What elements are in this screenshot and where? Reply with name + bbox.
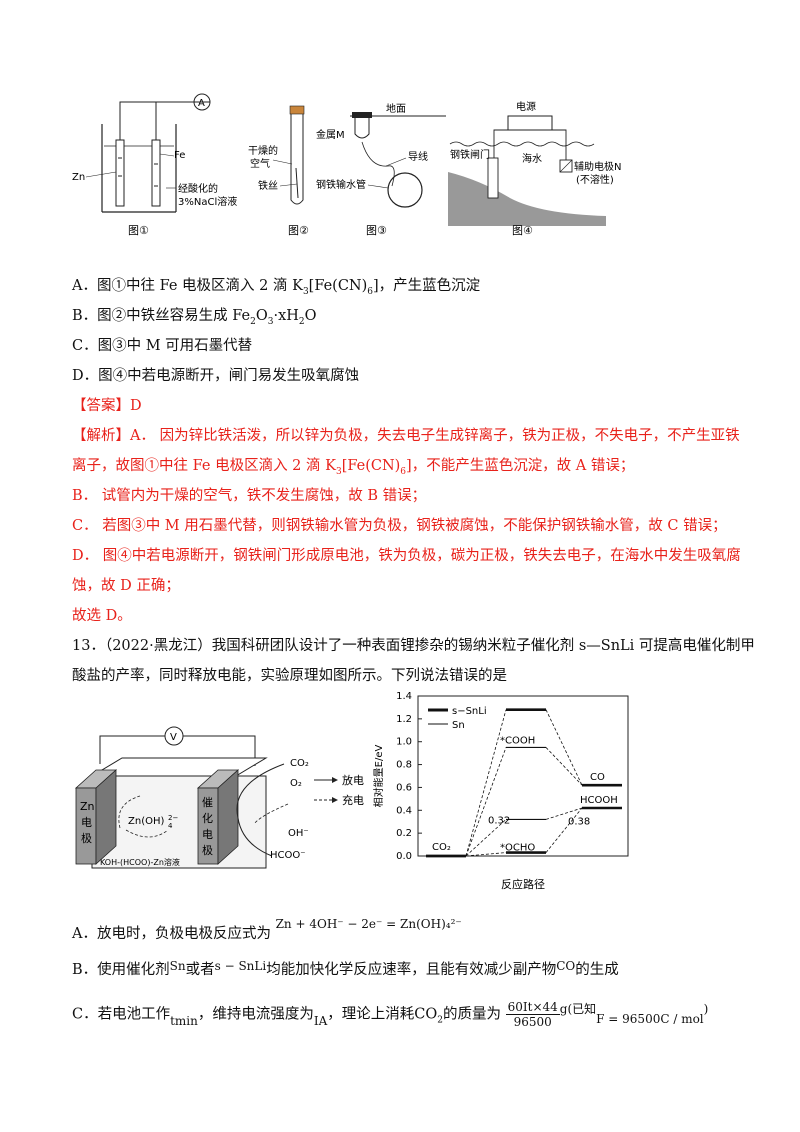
chart-annotation: 0.38	[568, 817, 590, 828]
aux-electrode-label-2: (不溶性)	[576, 173, 614, 186]
transition-line	[545, 709, 583, 786]
chart-annotation: CO	[590, 772, 605, 783]
dry-air-label-1: 干燥的	[248, 144, 278, 157]
y-tick-label: 0.2	[396, 828, 412, 839]
zn-label: Zn	[72, 172, 85, 183]
aux-electrode-label-1: 辅助电极N	[574, 160, 621, 173]
chart-annotation: 0.32	[488, 815, 510, 826]
q13-option-b: B．使用催化剂Sn或者s − SnLi均能加快化学反应速率，且能有效减少副产物C…	[72, 959, 619, 978]
legend-label-snli: s−SnLi	[452, 706, 487, 717]
analysis-a-line-1: 【解析】A． 因为锌比铁活泼，所以锌为负极，失去电子生成锌离子，铁为正极，不失电…	[72, 428, 740, 444]
energy-profile-chart: 0.0 0.2 0.4 0.6 0.8 1.0 1.2 1.4 CO₂ *COOH CO HCOOH…	[372, 691, 629, 891]
legend-label-sn: Sn	[452, 720, 465, 731]
chart-annotation: CO₂	[432, 842, 451, 853]
q13-option-c: C．若电池工作tmin，维持电流强度为IA，理论上消耗CO2的质量为 60It×…	[72, 1000, 709, 1029]
analysis-d-line-1: D． 图④中若电源断开，钢铁闸门形成原电池，铁为负极，碳为正极，铁失去电子，在海…	[72, 548, 741, 564]
analysis-b: B． 试管内为干燥的空气，铁不发生腐蚀，故 B 错误；	[72, 488, 427, 504]
q13-option-a: A．放电时，负极电极反应式为 Zn + 4OH⁻ − 2e⁻ = Zn(OH)₄…	[72, 917, 462, 942]
analysis-d-line-2: 蚀，故 D 正确；	[72, 578, 180, 594]
transition-line	[545, 807, 583, 853]
svg-text:电: 电	[202, 828, 213, 841]
y-tick-label: 1.4	[396, 691, 412, 702]
o2-label: O₂	[290, 778, 302, 789]
figure-1-label: 图①	[128, 224, 149, 237]
q13-stem-line-2: 酸盐的产率，同时释放电能，实验原理如图所示。下列说法错误的是	[72, 668, 507, 684]
y-tick-label: 0.0	[396, 851, 412, 862]
figure-3-label: 图③	[366, 224, 387, 237]
power-supply-label: 电源	[516, 100, 536, 113]
figure-2-test-tube: 干燥的 空气 铁丝 图②	[248, 105, 309, 237]
q12-option-d: D．图④中若电源断开，闸门易发生吸氧腐蚀	[72, 368, 360, 384]
fe-label: Fe	[174, 150, 185, 161]
corrosion-figures: A Zn Fe 经酸化的 3%NaCl溶液 图①	[72, 93, 621, 237]
q12-option-b: B．图②中铁丝容易生成 Fe2O3·xH2O	[72, 308, 317, 327]
x-axis-label: 反应路径	[501, 877, 545, 891]
chart-annotation: HCOOH	[580, 795, 618, 806]
figure-4-label: 图④	[512, 224, 533, 237]
zn-electrode-label-2: 电	[81, 816, 92, 829]
ground-label: 地面	[386, 102, 406, 115]
q12-option-a: A．图①中往 Fe 电极区滴入 2 滴 K3[Fe(CN)6]，产生蓝色沉淀	[72, 278, 481, 297]
svg-text:极: 极	[202, 843, 213, 857]
y-tick-label: 1.0	[396, 737, 412, 748]
seawater-label: 海水	[522, 152, 542, 165]
figure-3-pipe: 金属M 地面 导线 钢铁输水管 图③	[316, 102, 446, 237]
option-a-equation: Zn + 4OH⁻ − 2e⁻ = Zn(OH)₄²⁻	[275, 917, 462, 931]
analysis-a-line-2: 离子，故图①中往 Fe 电极区滴入 2 滴 K3[Fe(CN)6]，不能产生蓝色…	[72, 458, 635, 477]
y-tick-label: 1.2	[396, 714, 412, 725]
battery-diagram: V Zn 电 极 催 化 电 极 Zn(OH) 2− 4 KOH-(HCOO)-…	[74, 726, 364, 869]
answer-line: 【答案】D	[72, 398, 142, 414]
transition-line	[465, 747, 507, 857]
steel-pipe-label: 钢铁输水管	[316, 178, 366, 191]
svg-text:化: 化	[202, 811, 213, 825]
dry-air-label-2: 空气	[250, 157, 270, 170]
transition-line	[465, 819, 507, 857]
lead-wire-label: 导线	[408, 150, 428, 163]
transition-line	[545, 747, 583, 786]
svg-text:催: 催	[202, 795, 213, 809]
iron-wire-label: 铁丝	[258, 179, 278, 192]
transition-line	[465, 852, 507, 857]
q12-option-c: C．图③中 M 可用石墨代替	[72, 338, 253, 354]
solution-label: KOH-(HCOO)-Zn溶液	[100, 857, 180, 867]
y-tick-label: 0.6	[396, 782, 412, 793]
conclusion: 故选 D。	[72, 608, 132, 624]
plot-frame	[417, 695, 629, 857]
zn-electrode-label-3: 极	[81, 831, 92, 845]
discharge-label: 放电	[342, 773, 364, 787]
co2-label: CO₂	[290, 758, 309, 769]
y-tick-label: 0.8	[396, 760, 412, 771]
zn-species-label: Zn(OH)	[128, 816, 164, 827]
figure-2-label: 图②	[288, 224, 309, 237]
transition-line	[465, 709, 507, 857]
svg-text:2−: 2−	[168, 814, 178, 822]
transition-line	[545, 807, 583, 820]
steel-gate-label: 钢铁闸门	[450, 148, 490, 161]
voltmeter-label: V	[170, 732, 177, 743]
oh-ion-label: OH⁻	[288, 828, 309, 839]
zn-electrode-label-1: Zn	[80, 800, 95, 813]
solution-label-1: 经酸化的	[178, 182, 218, 195]
q13-stem-line-1: 13．（2022·黑龙江）我国科研团队设计了一种表面锂掺杂的锡纳米粒子催化剂 s…	[72, 638, 755, 654]
y-tick-label: 0.4	[396, 805, 412, 816]
figure-4-sluice: 电源 钢铁闸门 海水 辅助电极N (不溶性) 图④	[448, 100, 621, 237]
svg-text:4: 4	[168, 822, 173, 830]
hcoo-label: HCOO⁻	[270, 850, 306, 861]
analysis-c: C． 若图③中 M 用石墨代替，则钢铁输水管为负极，钢铁被腐蚀，不能保护钢铁输水…	[72, 518, 727, 534]
solution-label-2: 3%NaCl溶液	[178, 195, 237, 208]
chart-annotation: *COOH	[500, 735, 535, 746]
figure-1-galvanic-cell: A Zn Fe 经酸化的 3%NaCl溶液 图①	[72, 93, 237, 237]
y-axis-label: 相对能量E/eV	[372, 745, 385, 808]
charge-label: 充电	[342, 793, 364, 807]
meter-a-label: A	[198, 98, 205, 109]
metal-m-label: 金属M	[316, 128, 345, 141]
chart-annotation: *OCHO	[500, 843, 535, 854]
